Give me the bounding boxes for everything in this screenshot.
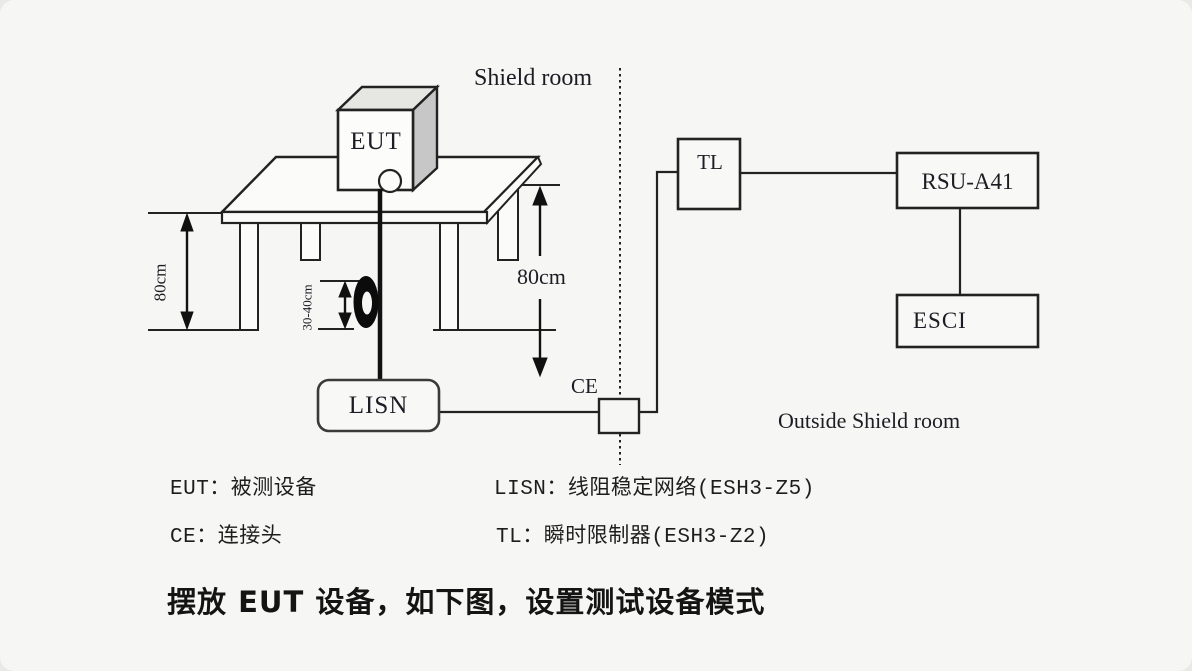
- legend-lisn: LISN：线阻稳定网络(ESH3-Z5): [494, 478, 815, 501]
- table-leg-back-left: [300, 222, 321, 261]
- eut-box-label: EUT: [350, 128, 402, 155]
- table-top-front-edge: [220, 210, 489, 225]
- legend-ce: CE：连接头: [170, 526, 283, 549]
- test-table: [219, 155, 543, 331]
- tl-box-label: TL: [697, 150, 723, 174]
- dimension-arrows: [180, 185, 548, 378]
- ce-connector-label: CE: [571, 374, 598, 398]
- caption-text: 摆放 EUT 设备，如下图，设置测试设备模式: [167, 585, 766, 619]
- rsu-box-label: RSU-A41: [921, 169, 1014, 194]
- connection-lines: [438, 170, 962, 414]
- eut-cable-port: [377, 168, 403, 194]
- esci-box: [895, 293, 1040, 349]
- tl-box: [676, 137, 742, 211]
- lisn-box: [316, 378, 441, 433]
- table-leg-front-right: [439, 222, 459, 331]
- esci-box-label: ESCI: [913, 308, 967, 333]
- wire-ce-to-tl: [639, 170, 678, 414]
- eut-cube: [335, 84, 440, 194]
- outside-shield-room-label: Outside Shield room: [778, 408, 961, 433]
- legend-eut: EUT：被测设备: [170, 478, 317, 501]
- dim-label-ferrite-30-40cm: 30-40cm: [299, 284, 315, 331]
- dim-label-left-80cm: 80cm: [150, 263, 170, 302]
- lisn-box-label: LISN: [348, 392, 409, 419]
- rsu-box: [895, 151, 1040, 210]
- legend-tl: TL：瞬时限制器(ESH3-Z2): [496, 526, 770, 549]
- table-leg-front-left: [239, 222, 259, 331]
- dim-label-right-80cm: 80cm: [517, 264, 566, 289]
- ce-connector-box: [597, 397, 641, 435]
- shield-room-label: Shield room: [474, 65, 592, 91]
- ferrite-ring: [353, 276, 379, 328]
